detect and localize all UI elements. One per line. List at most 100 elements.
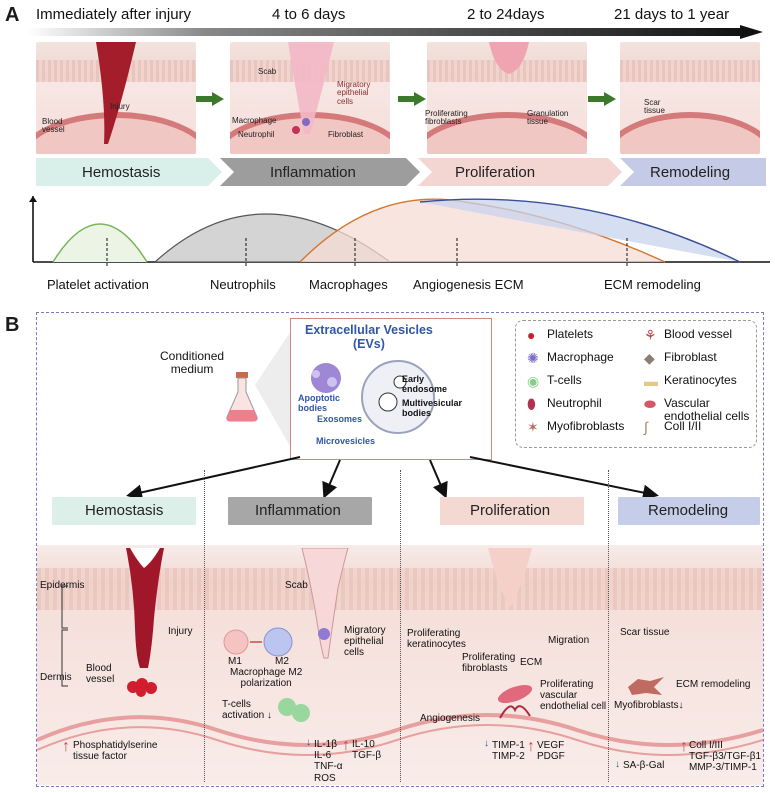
remodeling-myofibroblasts-label: Myofibroblasts↓ xyxy=(614,700,684,711)
legend-label: Myofibroblasts xyxy=(547,419,625,433)
hemostasis-wound-icon xyxy=(126,548,164,668)
remodeling-down-list: SA-β-Gal xyxy=(623,760,665,771)
prolif-fibroblasts-label: Proliferating fibroblasts xyxy=(462,652,516,675)
inflammation-migratory-label: Migratory epithelial cells xyxy=(344,625,386,659)
legend-label: Fibroblast xyxy=(664,350,717,364)
legend-label: Coll I/II xyxy=(664,419,702,433)
green-arrow-3 xyxy=(588,92,616,106)
blood-vessel-icon: ⚘ xyxy=(644,327,657,343)
tile-proliferation-illustration xyxy=(427,42,587,154)
timeline-label-1: 4 to 6 days xyxy=(272,6,346,23)
ev-multivesicular-label: Multivesicular bodies xyxy=(402,398,463,419)
tile3-prolif-label: Proliferating fibroblasts xyxy=(425,109,468,127)
remodeling-scar-label: Scar tissue xyxy=(620,627,670,638)
ev-title: Extracellular Vesicles (EVs) xyxy=(305,323,433,351)
keratinocyte-icon: ▬ xyxy=(644,373,658,389)
legend-label: Blood vessel xyxy=(664,327,733,341)
macrophage-icon: ✺ xyxy=(527,350,539,366)
phase-tab-proliferation xyxy=(440,497,584,525)
phase-label-proliferation: Proliferation xyxy=(455,164,536,181)
tcells-label: T-cells activation ↓ xyxy=(222,699,273,722)
tile3-granulation-label: Granulation tissue xyxy=(527,109,569,127)
flask-icon xyxy=(226,372,258,422)
up-arrow-icon: ↑ xyxy=(680,738,688,755)
curve-label-ecm-remodeling: ECM remodeling xyxy=(604,277,701,292)
phase-label-inflammation: Inflammation xyxy=(270,164,356,181)
myofibroblast-icon: ✶ xyxy=(527,419,539,435)
wound-icon xyxy=(96,42,136,144)
legend-label: T-cells xyxy=(547,373,582,387)
up-arrow-icon: ↑ xyxy=(62,738,70,755)
panel-a-letter: A xyxy=(5,4,20,26)
fibroblast-icon: ◆ xyxy=(644,350,655,366)
inflammation-up-list: IL-10 TGF-β xyxy=(352,739,382,762)
green-arrow-1 xyxy=(196,92,224,106)
legend-label: Vascular endothelial cells xyxy=(664,396,750,423)
inflammation-scab-icon xyxy=(301,548,349,659)
t-cells-icon: ◉ xyxy=(527,373,540,389)
m1-label: M1 xyxy=(228,656,242,667)
legend-box xyxy=(515,320,757,448)
prolif-migration-label: Migration xyxy=(548,635,590,646)
up-arrow-icon: ↑ xyxy=(342,737,350,754)
tile1-injury-label: Injury xyxy=(110,102,130,111)
ev-distribution-arrows xyxy=(126,456,659,501)
tile2-scab-label: Scab xyxy=(258,67,277,76)
curve-label-macrophages: Macrophages xyxy=(309,277,388,292)
phase-chevrons xyxy=(36,158,766,186)
inflammation-down-list: IL-1β IL-6 TNF-α ROS xyxy=(314,739,343,784)
legend-label: Neutrophil xyxy=(547,396,602,410)
dermal-vessel-waves xyxy=(37,713,763,756)
tile1-vessel-label: Blood vessel xyxy=(42,117,65,135)
down-arrow-icon: ↓ xyxy=(306,737,311,748)
down-arrow-icon: ↓ xyxy=(484,738,489,749)
ev-early-endosome-label: Early endosome xyxy=(402,374,448,395)
legend-label: Keratinocytes xyxy=(664,373,737,387)
tile2-migratory-label: Migratory epithelial cells xyxy=(337,80,371,106)
timeline-label-3: 21 days to 1 year xyxy=(614,6,730,23)
panel-b-letter: B xyxy=(5,314,20,336)
curve-label-angiogenesis: Angiogenesis ECM xyxy=(413,277,524,292)
ev-exosomes-label: Exosomes xyxy=(317,414,363,424)
multivesicular-cell-icon xyxy=(361,360,435,434)
hemostasis-vessel-label: Blood vessel xyxy=(86,663,115,686)
phase-label-remodeling: Remodeling xyxy=(650,164,731,181)
platelets-icon: ● xyxy=(527,327,536,343)
divider-2 xyxy=(400,470,401,782)
divider-1 xyxy=(204,470,205,782)
panel-b-frame xyxy=(36,312,764,787)
polarization-label: Macrophage M2 polarization xyxy=(230,667,303,690)
granulation-icon xyxy=(489,42,529,74)
phase-tab-remodeling xyxy=(618,497,760,525)
phase-intensity-curves xyxy=(29,196,770,266)
divider-3 xyxy=(608,470,609,782)
tile-remodeling-illustration xyxy=(620,42,760,154)
neutrophil-icon: ⬮ xyxy=(527,396,536,412)
phase-tab-proliferation-label: Proliferation xyxy=(470,502,551,519)
layer-brackets xyxy=(61,585,68,687)
myofibroblast-icon xyxy=(628,677,664,695)
dermis-label: Dermis xyxy=(40,672,72,683)
up-arrow-icon: ↑ xyxy=(527,738,535,755)
legend-label: Platelets xyxy=(547,327,594,341)
phase-tab-inflammation xyxy=(228,497,372,525)
timeline-arrow xyxy=(28,25,763,39)
prolif-angiogenesis-label: Angiogenesis xyxy=(420,713,481,724)
remodeling-ecm-label: ECM remodeling xyxy=(676,679,751,690)
legend-label: Macrophage xyxy=(547,350,614,364)
timeline-label-2: 2 to 24days xyxy=(467,6,545,23)
m2-label: M2 xyxy=(275,656,289,667)
tile2-fibroblast-label: Fibroblast xyxy=(328,130,364,139)
ev-apoptotic-label: Apoptotic bodies xyxy=(298,393,340,414)
remodeling-up-list: Coll I/III TGF-β3/TGF-β1 MMP-3/TIMP-1 xyxy=(689,740,762,774)
tile4-scar-label: Scar tissue xyxy=(644,98,665,116)
proliferation-up-list: VEGF PDGF xyxy=(537,740,565,763)
hemostasis-effect-label: Phosphatidylserine tissue factor xyxy=(73,740,158,763)
curve-label-platelet: Platelet activation xyxy=(47,277,149,292)
down-arrow-icon: ↓ xyxy=(615,759,620,770)
curve-remodeling xyxy=(419,198,741,263)
epidermis-label: Epidermis xyxy=(40,580,85,591)
apoptotic-bodies-icon xyxy=(311,363,341,393)
ev-callout-cone xyxy=(255,325,295,455)
proliferation-down-list: TIMP-1 TIMP-2 xyxy=(492,740,525,763)
